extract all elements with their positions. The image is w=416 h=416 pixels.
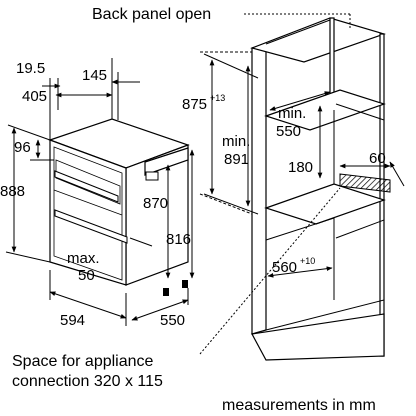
dim-180: 180 (288, 159, 313, 176)
dim-875-tolerance: +13 (210, 93, 225, 103)
dim-875: 875 (182, 96, 207, 113)
min-value-a: 550 (276, 123, 301, 140)
dim-888: 888 (0, 183, 25, 200)
measurements-unit-label: measurements in mm (222, 397, 376, 414)
cabinet-dimension-lines (199, 13, 405, 355)
space-label-line2: connection 320 x 115 (12, 373, 163, 390)
dim-96: 96 (14, 139, 31, 156)
dim-145: 145 (82, 67, 107, 84)
dim-560: 560 (272, 259, 297, 276)
dim-19-5: 19.5 (16, 60, 45, 77)
dim-870: 870 (143, 195, 168, 212)
dim-816: 816 (166, 231, 191, 248)
max-value: 50 (78, 267, 95, 284)
dim-560-tolerance: +10 (300, 256, 315, 266)
oven-appliance (48, 118, 190, 296)
dim-594: 594 (60, 312, 85, 329)
space-label-line1: Space for appliance (12, 353, 154, 370)
max-label: max. (67, 250, 100, 267)
dim-405: 405 (22, 88, 47, 105)
min-value-b: 891 (224, 151, 249, 168)
back-panel-label: Back panel open (92, 6, 211, 23)
dim-550: 550 (160, 312, 185, 329)
min-label-b: min. (222, 133, 250, 150)
min-label-a: min. (278, 105, 306, 122)
oven-dimension-lines (5, 58, 195, 326)
dim-60: 60 (369, 150, 386, 167)
tall-cabinet (250, 17, 391, 361)
